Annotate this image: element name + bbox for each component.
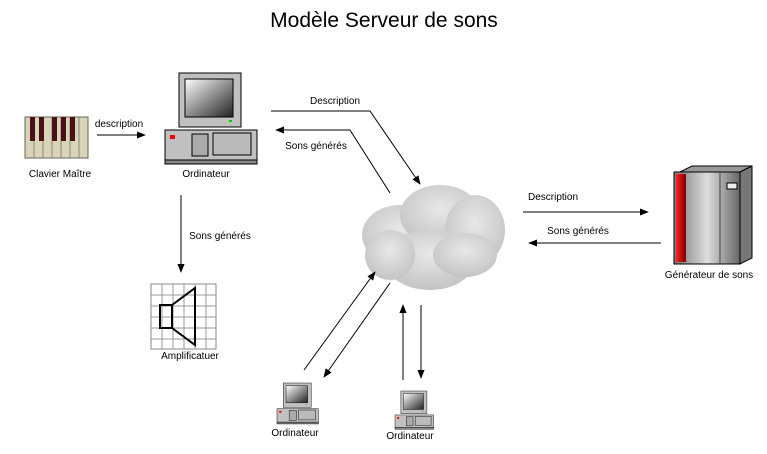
piano-keyboard-icon (24, 116, 89, 159)
edge-label-description-right: Description (528, 192, 578, 203)
arrow-network-to-computer (275, 126, 391, 194)
computer-icon (276, 382, 319, 425)
computer-icon (394, 390, 434, 430)
speaker-icon (150, 283, 217, 350)
amplifier-label: Amplificatuer (161, 351, 219, 362)
network-cloud-icon (362, 185, 505, 290)
edge-label-description: description (95, 119, 143, 130)
arrow-network-to-client1 (323, 282, 391, 378)
edge-label-sons-amp: Sons générés (189, 231, 251, 242)
arrow-computer-to-network (271, 110, 421, 185)
arrow-client1-to-network (303, 271, 376, 371)
edge-label-description-top: Description (310, 96, 360, 107)
computer-icon (164, 72, 258, 165)
main-computer-label: Ordinateur (182, 169, 230, 180)
generator-label: Générateur de sons (665, 270, 753, 281)
keyboard-label: Clavier Maître (29, 169, 92, 180)
edge-label-sons-top: Sons générés (285, 141, 347, 152)
client-computer-1-label: Ordinateur (271, 428, 319, 439)
server-icon (673, 165, 753, 265)
diagram-title: Modèle Serveur de sons (270, 9, 498, 32)
client-computer-2-label: Ordinateur (386, 431, 434, 442)
edge-label-sons-right: Sons générés (547, 226, 609, 237)
